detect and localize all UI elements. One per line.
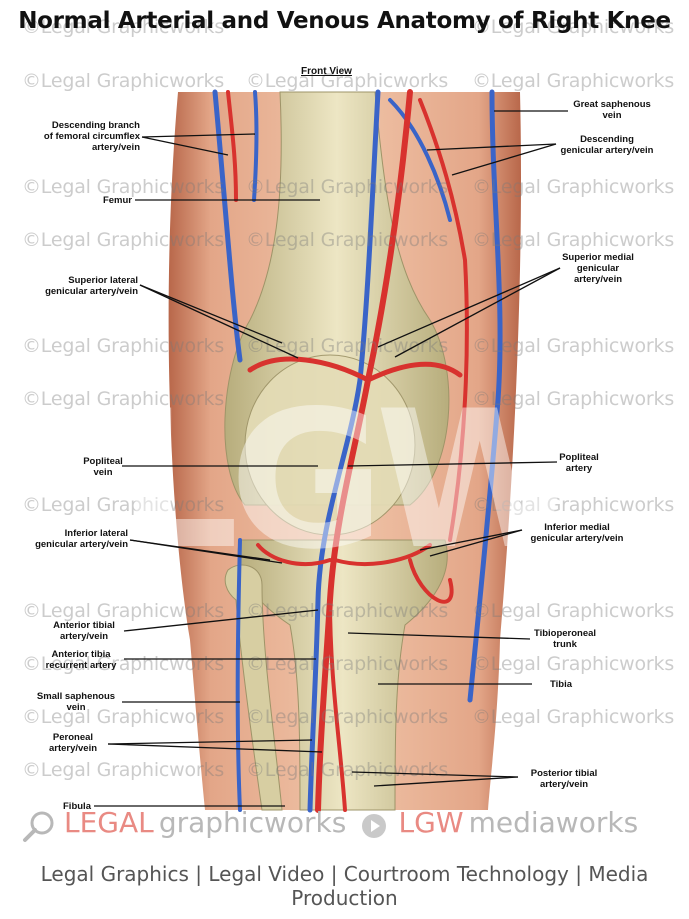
brand-lgw: LGW xyxy=(398,806,464,839)
watermark: ©Legal Graphicworks xyxy=(246,759,449,781)
magnifier-icon xyxy=(22,809,56,847)
label-posterior-tibial: Posterior tibial artery/vein xyxy=(530,768,598,790)
watermark: ©Legal Graphicworks xyxy=(22,494,225,516)
watermark: ©Legal Graphicworks xyxy=(472,388,675,410)
label-superior-lateral: Superior lateral genicular artery/vein xyxy=(45,275,138,297)
watermark: ©Legal Graphicworks xyxy=(22,706,225,728)
watermark: ©Legal Graphicworks xyxy=(22,600,225,622)
brand-graphicworks: graphicworks xyxy=(158,806,347,839)
watermark: ©Legal Graphicworks xyxy=(22,388,225,410)
brand-strip: LEGAL graphicworks LGW mediaworks xyxy=(22,806,638,847)
play-icon xyxy=(361,813,387,843)
watermark: ©Legal Graphicworks xyxy=(472,16,675,38)
watermark: ©Legal Graphicworks xyxy=(22,759,225,781)
brand-mediaworks: mediaworks xyxy=(468,806,639,839)
watermark: ©Legal Graphicworks xyxy=(246,229,449,251)
brand-legal: LEGAL xyxy=(64,806,154,839)
label-femur: Femur xyxy=(102,195,132,206)
label-superior-medial: Superior medial genicular artery/vein xyxy=(562,252,634,285)
label-descending-genicular: Descending genicular artery/vein xyxy=(560,134,654,156)
watermark: ©Legal Graphicworks xyxy=(22,229,225,251)
watermark: ©Legal Graphicworks xyxy=(472,335,675,357)
watermark: ©Legal Graphicworks xyxy=(472,176,675,198)
watermark: ©Legal Graphicworks xyxy=(22,16,225,38)
watermark: ©Legal Graphicworks xyxy=(472,70,675,92)
watermark: ©Legal Graphicworks xyxy=(472,494,675,516)
label-popliteal-artery: Popliteal artery xyxy=(559,452,599,474)
label-fibula: Fibula xyxy=(63,801,91,812)
footer-tagline: Legal Graphics | Legal Video | Courtroom… xyxy=(40,862,649,910)
label-descending-branch: Descending branch of femoral circumflex … xyxy=(43,120,140,153)
patella-bone xyxy=(244,354,416,536)
label-tibioperoneal: Tibioperoneal trunk xyxy=(533,628,597,650)
watermark: ©Legal Graphicworks xyxy=(246,176,449,198)
watermark: ©Legal Graphicworks xyxy=(472,706,675,728)
label-peroneal: Peroneal artery/vein xyxy=(48,732,98,754)
label-popliteal-vein: Popliteal vein xyxy=(83,456,123,478)
label-anterior-tibia-recurrent: Anterior tibia recurrent artery xyxy=(45,649,117,671)
watermark: ©Legal Graphicworks xyxy=(472,229,675,251)
label-inferior-medial: Inferior medial genicular artery/vein xyxy=(530,522,624,544)
watermark: ©Legal Graphicworks xyxy=(472,600,675,622)
watermark: ©Legal Graphicworks xyxy=(246,600,449,622)
watermark: ©Legal Graphicworks xyxy=(22,70,225,92)
watermark: ©Legal Graphicworks xyxy=(22,176,225,198)
watermark: ©Legal Graphicworks xyxy=(22,335,225,357)
watermark: ©Legal Graphicworks xyxy=(246,70,449,92)
tibia-bone xyxy=(237,539,448,811)
label-great-saphenous: Great saphenous vein xyxy=(573,99,651,121)
label-small-saphenous: Small saphenous vein xyxy=(36,691,116,713)
label-tibia: Tibia xyxy=(550,679,572,690)
label-inferior-lateral: Inferior lateral genicular artery/vein xyxy=(35,528,128,550)
watermark: ©Legal Graphicworks xyxy=(246,706,449,728)
lgw-logo-watermark: LGW xyxy=(118,370,585,591)
watermark: ©Legal Graphicworks xyxy=(472,653,675,675)
watermark: ©Legal Graphicworks xyxy=(246,335,449,357)
view-subtitle: Front View xyxy=(301,66,352,77)
page-title: Normal Arterial and Venous Anatomy of Ri… xyxy=(18,8,671,34)
label-anterior-tibial: Anterior tibial artery/vein xyxy=(53,620,115,642)
